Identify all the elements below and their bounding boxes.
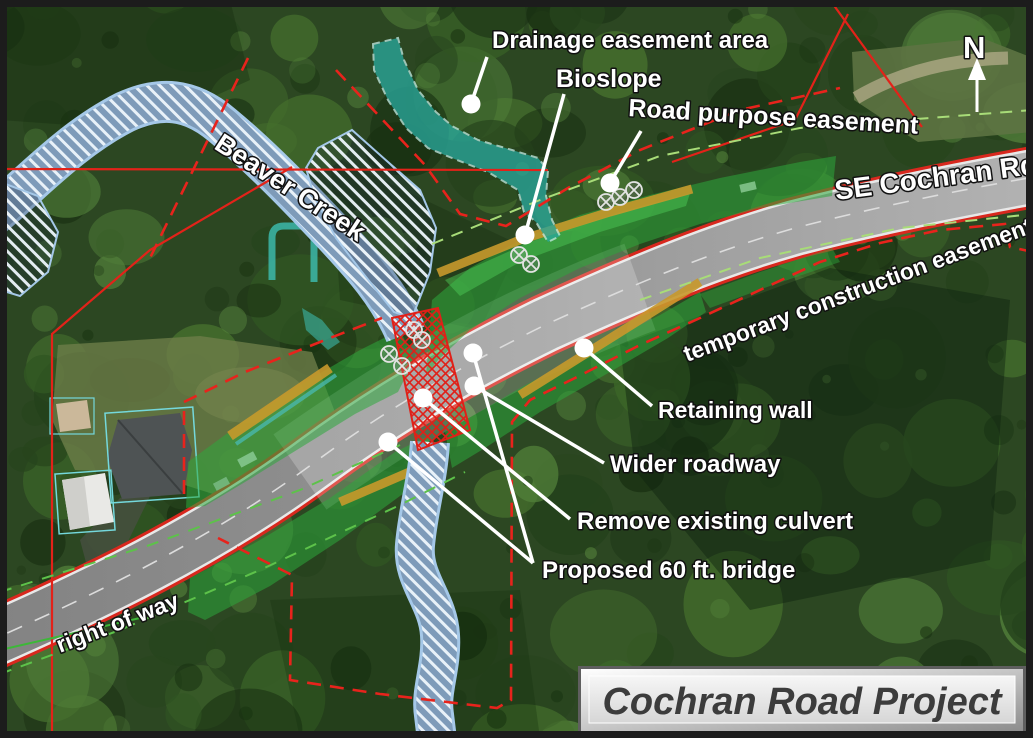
beaver-creek-area xyxy=(0,80,461,738)
easement-boundary-red-dashed xyxy=(335,69,841,228)
callout-label-retaining-wall: Retaining wall xyxy=(658,397,813,423)
right-of-way-line-green xyxy=(431,109,1033,245)
retaining-wall-strip-west xyxy=(227,363,333,441)
property-line-red xyxy=(671,13,849,164)
callout-label-wider-roadway: Wider roadway xyxy=(610,451,781,478)
property-line-red xyxy=(50,166,293,738)
road-centerline xyxy=(0,176,1033,638)
property-line-red xyxy=(0,167,549,172)
callout-label-remove-culvert: Remove existing culvert xyxy=(577,508,853,535)
project-title: Cochran Road Project xyxy=(602,681,1002,723)
overlay-far-east xyxy=(700,248,840,308)
callout-leaders xyxy=(378,56,654,565)
edge-line-green xyxy=(0,617,141,651)
overlay-south-east xyxy=(445,292,706,468)
retaining-wall-strip-south xyxy=(517,278,703,399)
clearing-top-right xyxy=(852,38,1033,142)
right-of-way-line-green xyxy=(639,213,1033,301)
callout-label-proposed-bridge: Proposed 60 ft. bridge xyxy=(542,557,795,584)
callout-label-drainage: Drainage easement area xyxy=(492,27,769,54)
title-plate: Cochran Road Project xyxy=(578,666,1026,734)
road-se-cochran xyxy=(0,145,1033,671)
easement-boundary-red-dashed xyxy=(148,57,250,259)
easement-boundary-red-dashed xyxy=(217,222,1033,710)
driveway xyxy=(80,492,152,570)
north-arrow: N xyxy=(962,29,987,112)
north-arrowhead-icon xyxy=(968,58,986,80)
road-widening-overlay xyxy=(273,243,656,510)
culvert-removal-area xyxy=(390,306,472,452)
bioslope-strip-north xyxy=(436,184,694,278)
callout-label-bioslope: Bioslope xyxy=(556,65,662,93)
overlay-north-east-bioslope xyxy=(426,156,836,376)
overlay-north-west xyxy=(186,330,414,508)
shed-pad xyxy=(56,400,91,432)
survey-marker-icons xyxy=(380,181,643,375)
north-label: N xyxy=(963,30,985,65)
